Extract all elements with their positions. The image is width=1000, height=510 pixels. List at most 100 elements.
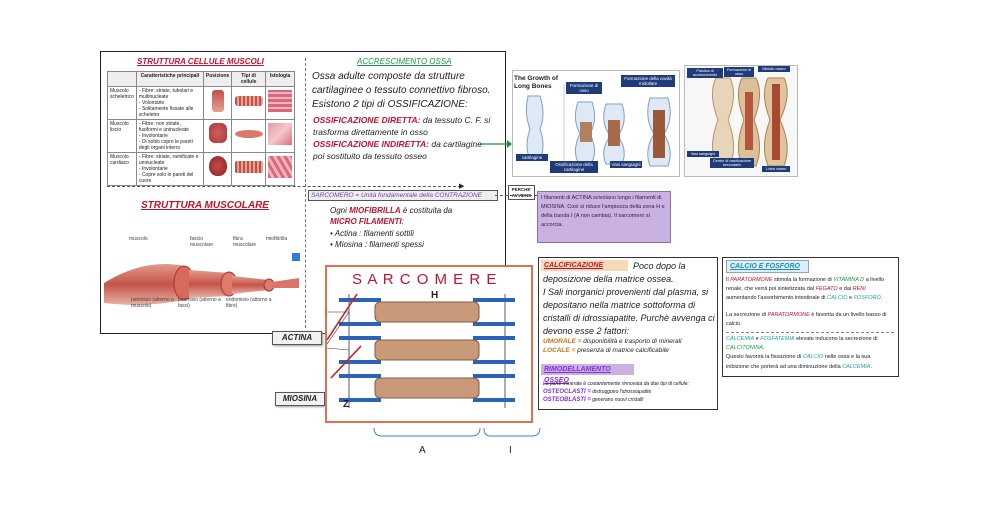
long-bones-title: The Growth of Long Bones: [514, 75, 559, 90]
skeletal-position-image: [202, 86, 233, 120]
p3-calcitonina: CALCITONINA: [726, 345, 763, 352]
p4-text: Questo favorirà la fissazione di: [726, 354, 803, 361]
skeletal-histology-image: [265, 86, 295, 120]
p4-calcemia: CALCEMIA: [842, 363, 871, 370]
p1-calcio: CALCIO: [827, 295, 848, 302]
direct-ossification: OSSIFICAZIONE DIRETTA: da tessuto C. F. …: [313, 114, 501, 138]
muscle-cells-title: STRUTTURA CELLULE MUSCOLI: [137, 57, 264, 66]
photo-label-6: Linea osseo: [762, 166, 790, 172]
myofibril-bullet-actin: • Actina : filamenti sottili: [330, 229, 414, 238]
osteoblasti-text: generano nuovi cristalli: [590, 397, 644, 403]
calcification-title: CALCIFICAZIONE: [541, 260, 628, 271]
miosina-label-box: MIOSINA: [275, 392, 325, 406]
p2-text: è favorita da un livello basso di calcio…: [726, 312, 887, 328]
myofibril-suffix: è costituita da: [400, 206, 453, 215]
band-a-label: A: [419, 445, 426, 456]
diagram-label-fascio: fascio muscolare: [190, 236, 214, 248]
indirect-ossification-text: da cartilagine poi sostituito da tessuto…: [313, 139, 482, 161]
p3-text: e: [754, 336, 761, 342]
umorale-text: disponibilità e trasporto di minerali: [581, 338, 682, 345]
perche-avviene-label: PERCHE' AVVIENE: [508, 185, 535, 200]
direct-ossification-text: da tessuto C. F. si trasforma direttamen…: [313, 115, 491, 137]
sub-label-3: endomisio (attorno a fibre): [226, 297, 272, 309]
sarcomere-definition: SARCOMERO = Unità fondamentale della CON…: [308, 190, 498, 201]
photo-label-3: Midollo osseo: [758, 66, 790, 72]
label-formazione-osso: Formazione di osso: [566, 82, 602, 94]
p4-text: .: [870, 363, 872, 370]
row-text: - Fibre: striate, tubolari e multinuclea…: [135, 86, 204, 120]
bone-growth-body: Ossa adulte composte da strutture cartil…: [312, 71, 491, 110]
p1-fegato: FEGATO: [815, 286, 838, 293]
p3-text: .: [762, 345, 765, 352]
connector-line: [107, 186, 461, 187]
table-row: Muscolo scheletrico - Fibre: striate, tu…: [107, 86, 295, 120]
myofibril-text: Ogni MIOFIBRILLA è costituita da MICRO F…: [330, 205, 490, 227]
osteoclasti-line: OSTEOCLASTI = distruggono l'idrossiapati…: [543, 389, 715, 395]
p1-text: a livello renale, che verrà poi sintetiz…: [726, 277, 885, 293]
muscle-structure-title: STRUTTURA MUSCOLARE: [141, 200, 269, 211]
calcium-title: CALCIO E FOSFORO: [726, 260, 809, 273]
photo-label-1: Plastica di accrescimento: [687, 68, 723, 78]
vertical-dashed-line: [305, 58, 306, 328]
long-bones-svg: [525, 84, 671, 174]
p1-text: .: [880, 295, 883, 302]
calcification-box: [538, 257, 718, 410]
p3-calcemia: CALCEMIA: [726, 336, 755, 342]
diagram-label-fibra: fibra muscolare: [233, 236, 257, 248]
label-vasi: Vasi sanguigni: [610, 161, 642, 168]
p4-calcio: CALCIO: [802, 354, 824, 361]
osteoclasti-label: OSTEOCLASTI =: [543, 389, 591, 395]
indirect-ossification: OSSIFICAZIONE INDIRETTA: da cartilagine …: [313, 138, 488, 162]
connector-arrow: ▶: [459, 183, 465, 190]
photo-label-2: Formazione di osso: [724, 67, 754, 77]
diagram-label-miofibrilla: miofibrilla: [266, 236, 288, 242]
p1-text: stimola la formazione di: [772, 277, 834, 283]
remodeling-text: La parte minerale è costantemente rinnov…: [543, 381, 689, 387]
muscle-cells-table: Caratteristiche principali Posizione Tip…: [107, 71, 295, 186]
osteoclasti-text: distruggono l'idrossiapatite: [590, 389, 652, 395]
actina-label-box: ACTINA: [272, 331, 322, 345]
direct-ossification-label: OSSIFICAZIONE DIRETTA:: [313, 115, 421, 125]
locale-text: presenza di matrice calcificabile: [575, 347, 669, 354]
osteoblasti-label: OSTEOBLASTI =: [543, 397, 591, 403]
table-header: [107, 71, 137, 87]
cardiac-histology-image: [265, 152, 295, 186]
p1-text: e dai: [837, 286, 853, 293]
calcification-intro: Poco dopo la deposizione della matrice o…: [543, 261, 686, 284]
p1-vitamina: VITAMINA D: [833, 277, 865, 283]
photo-label-5: Centro di ossificazione secondario: [710, 158, 754, 168]
row-name: Muscolo scheletrico: [107, 86, 137, 120]
skeletal-cell-image: [231, 86, 266, 120]
locale-line: LOCALE = presenza di matrice calcificabi…: [543, 347, 715, 354]
green-arrow: [480, 140, 512, 148]
bone-growth-title: ACCRESCIMENTO OSSA: [357, 57, 452, 66]
microfilaments-word: MICRO FILAMENTI: [330, 217, 402, 226]
sarcomere-svg: [327, 293, 515, 408]
p1-text: e: [847, 295, 854, 302]
sarcomere-row: [339, 298, 515, 326]
p2-text: La secrezione di: [726, 312, 768, 318]
indirect-ossification-label: OSSIFICAZIONE INDIRETTA:: [313, 139, 430, 149]
cardiac-position-image: [202, 152, 233, 186]
dashed-arrow-right: [495, 195, 537, 196]
table-header: Istologia: [265, 71, 295, 87]
table-header: Caratteristiche principali: [135, 71, 204, 87]
row-text: - Fibre: striate, ramificate e uninuclea…: [135, 152, 204, 186]
cardiac-cell-image: [231, 152, 266, 186]
microfilaments-colon: :: [401, 217, 404, 226]
p1-paratormone: PARATORMONE: [730, 277, 773, 283]
p1-text: Il: [726, 277, 731, 283]
calcification-body: I Sali inorganici provenienti dal plasma…: [543, 287, 715, 336]
p1-text: aumentando l'assorbimento intestinale di: [726, 295, 828, 302]
actin-note: I filamenti di ACTINA scivolano lungo i …: [537, 191, 671, 243]
table-header: Posizione: [202, 71, 233, 87]
locale-label: LOCALE =: [543, 347, 576, 354]
table-header: Tipi di cellule: [231, 71, 266, 87]
remodeling-title: RIMODELLAMENTO OSSEO: [541, 364, 634, 384]
table-row: Muscolo liscio - Fibre: non striate, fus…: [107, 119, 295, 153]
label-ossificazione: Ossificazione della cartilagine: [550, 161, 598, 173]
row-name: Muscolo liscio: [107, 119, 137, 153]
osteoblasti-line: OSTEOBLASTI = generano nuovi cristalli: [543, 397, 715, 403]
sub-label-1: perimisio (attorno a muscolo): [131, 297, 174, 309]
label-cavita: Formazione della cavità midollare: [621, 75, 675, 87]
